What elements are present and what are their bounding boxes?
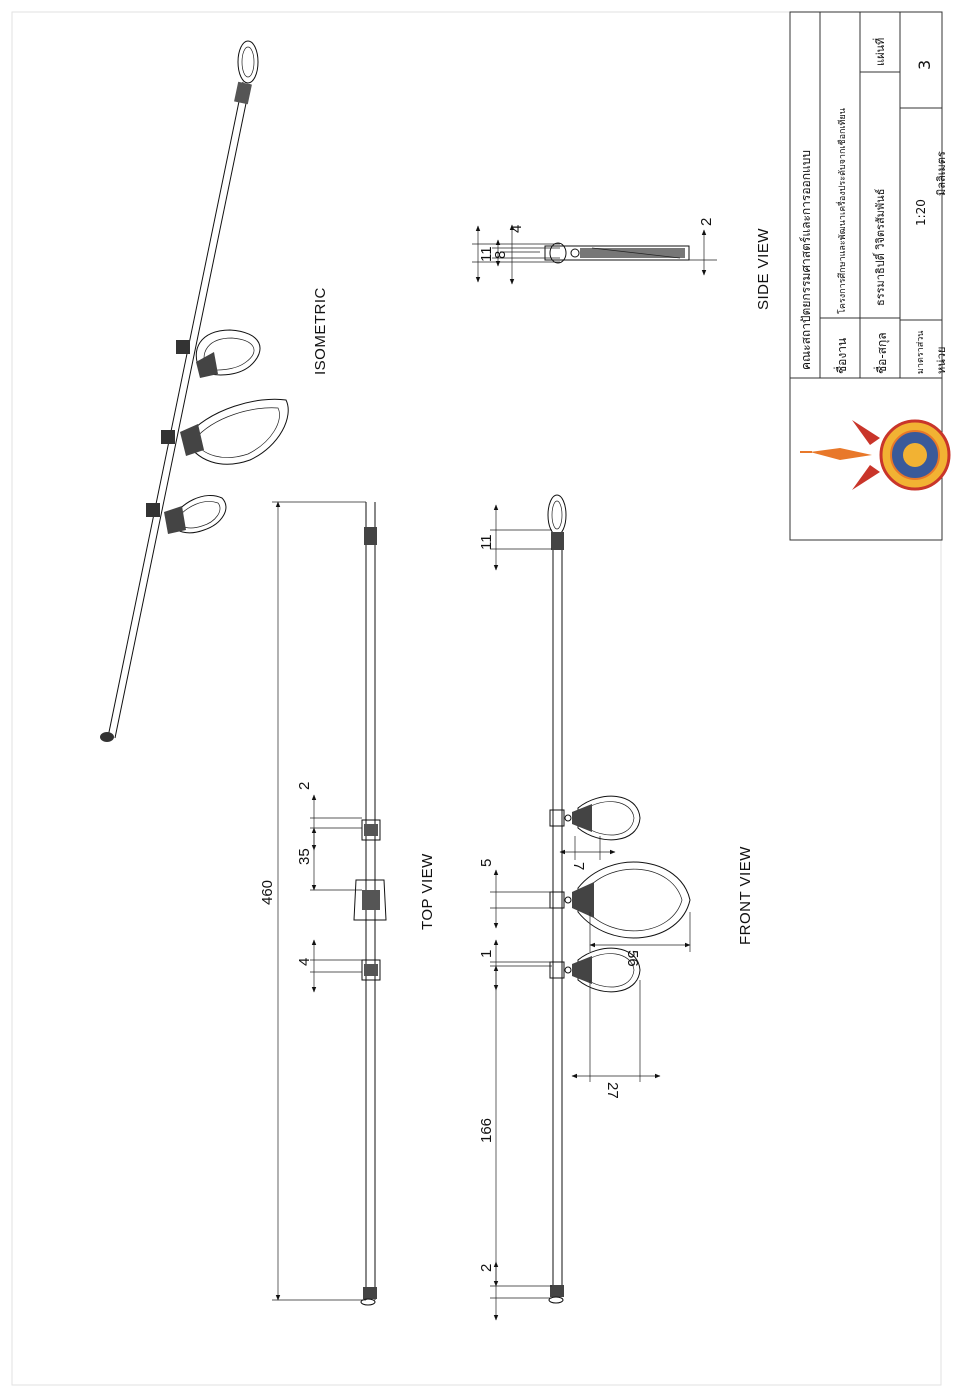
- iso-loop-1: [176, 329, 261, 378]
- title-project-label: ชื่องาน: [833, 338, 849, 374]
- front-tip-loop-inner: [551, 500, 563, 530]
- side-head: [549, 242, 567, 264]
- iso-rod-edge-right: [114, 83, 251, 739]
- title-faculty: คณะสถาปัตยกรรมศาสตร์และการออกแบบ: [799, 150, 813, 370]
- front-collar-3: [549, 961, 565, 979]
- top-view-label: TOP VIEW: [419, 853, 436, 930]
- top-end-wrap: [363, 1287, 377, 1299]
- title-sheet-value: 3: [915, 60, 934, 70]
- front-dim-27: 27: [604, 1082, 621, 1099]
- iso-end-loop: [237, 40, 259, 84]
- top-collar-2-plate: [353, 879, 387, 921]
- front-dim-56: 56: [624, 950, 641, 967]
- iso-end-cap: [100, 732, 114, 742]
- isometric-view: ISOMETRIC: [100, 40, 329, 742]
- front-loop-1-inner: [583, 801, 635, 836]
- front-loop-2-inner: [585, 868, 683, 932]
- top-view: 460 2 35 4 TOP VIEW: [259, 501, 436, 1306]
- title-scale-label: มาตราส่วน: [916, 331, 926, 374]
- side-dim-11: 11: [478, 246, 495, 262]
- top-dim-460: 460: [259, 880, 276, 905]
- top-dim-2: 2: [296, 782, 313, 790]
- front-end-cap: [548, 1296, 564, 1304]
- university-seal-logo: [800, 419, 951, 491]
- seal-flame-left: [852, 420, 880, 445]
- top-collar-2-fill: [362, 890, 380, 910]
- iso-loop-2-knot: [180, 424, 204, 456]
- front-dim-7: 7: [570, 862, 587, 870]
- front-collar-1: [549, 809, 565, 827]
- front-view-label: FRONT VIEW: [737, 846, 754, 945]
- iso-loop-1-collar: [176, 340, 190, 354]
- title-block: คณะสถาปัตยกรรมศาสตร์และการออกแบบ ชื่องาน…: [789, 11, 951, 541]
- front-loop-2-knot: [572, 882, 594, 918]
- front-loop-3-inner: [583, 953, 635, 988]
- iso-loop-3-inner: [175, 501, 221, 529]
- iso-loop-1-inner: [203, 337, 255, 371]
- side-knot: [570, 248, 580, 258]
- title-unit-label: หน่วย: [935, 347, 948, 374]
- iso-loop-3-knot: [164, 506, 186, 534]
- title-sheet-label: แผ่นที่: [872, 38, 887, 66]
- top-collar-1-fill: [364, 824, 378, 836]
- side-body-outline: [544, 245, 690, 261]
- side-view: 11 8 4 2 SIDE VIEW: [472, 218, 772, 310]
- front-loop-1-knot: [572, 804, 592, 832]
- iso-loop-1-outer: [195, 329, 261, 376]
- front-loop-2-outer: [577, 861, 691, 939]
- top-collar-3: [361, 959, 381, 981]
- front-dim-166: 166: [478, 1118, 495, 1143]
- front-dim-2: 2: [478, 1264, 495, 1272]
- top-end-cap: [360, 1298, 376, 1306]
- top-collar-1: [361, 819, 381, 841]
- top-dim-35: 35: [296, 848, 313, 865]
- front-dim-5: 5: [478, 859, 495, 867]
- front-ring-3: [564, 966, 572, 974]
- front-loop-3-knot: [572, 956, 592, 984]
- side-body-fill: [580, 248, 685, 258]
- front-end-wrap: [550, 1285, 564, 1297]
- title-project-value: โครงการศึกษาและพัฒนาเครื่องประดับจากเชือ…: [835, 108, 848, 314]
- side-view-label: SIDE VIEW: [755, 228, 772, 310]
- title-unit-value: มิลลิเมตร: [935, 151, 948, 196]
- iso-loop-2-outer: [184, 398, 289, 465]
- front-loop-1-outer: [577, 795, 641, 841]
- iso-view-label: ISOMETRIC: [312, 287, 329, 375]
- top-collar-3-fill: [364, 964, 378, 976]
- front-tip-wrap: [551, 532, 564, 550]
- page-frame: [11, 11, 942, 1386]
- seal-spire: [810, 448, 872, 460]
- front-dim-11: 11: [478, 534, 495, 550]
- iso-rod-edge-left: [107, 81, 244, 738]
- front-ring-2: [564, 896, 572, 904]
- seal-center: [903, 443, 927, 467]
- iso-loop-2-inner: [193, 407, 280, 458]
- front-ring-1: [564, 814, 572, 822]
- side-dim-4: 4: [508, 225, 525, 233]
- front-collar-2: [549, 891, 565, 909]
- side-dim-8: 8: [492, 251, 509, 259]
- iso-loop-3-collar: [146, 503, 160, 517]
- iso-end-wrap: [234, 81, 252, 105]
- iso-loop-2: [161, 398, 289, 465]
- iso-loop-3-outer: [169, 494, 227, 534]
- title-name-value: ธรรมาธิปติ์ วิจิตรสัมพันธ์: [872, 189, 887, 306]
- top-dim-4: 4: [296, 958, 313, 966]
- front-dim-1: 1: [478, 950, 495, 958]
- iso-loop-2-collar: [161, 430, 175, 444]
- top-tip-wrap: [364, 527, 377, 545]
- side-dim-2: 2: [698, 218, 715, 226]
- front-view: 11 5 1 166 2 7 56 27 FRONT VIEW: [478, 494, 754, 1321]
- iso-loop-1-knot: [196, 352, 218, 378]
- front-loop-3-outer: [577, 947, 641, 993]
- iso-loop-3: [146, 494, 227, 534]
- title-scale-value: 1:20: [914, 199, 928, 226]
- side-body-stripe: [591, 247, 681, 259]
- title-name-label: ชื่อ-สกุล: [873, 332, 890, 374]
- seal-flame-right: [852, 465, 880, 490]
- iso-end-loop-inner: [241, 46, 255, 78]
